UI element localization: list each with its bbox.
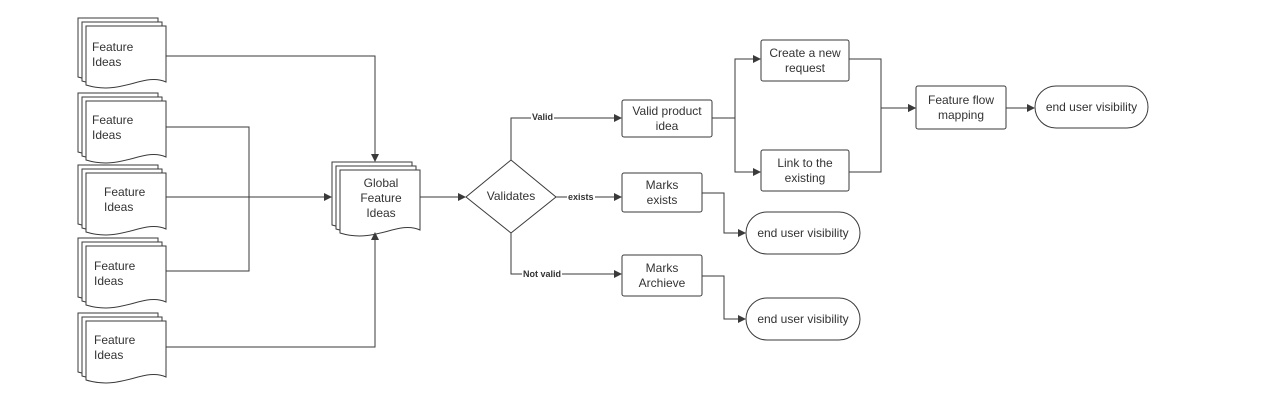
conn-validates-valid [510, 114, 622, 160]
feature-ideas-stack-1-sheet-3 [85, 25, 167, 89]
conn-valid-to-link [712, 117, 761, 176]
conn-feature-5-to-global [166, 232, 379, 348]
conn-valid-to-create [712, 55, 761, 119]
end-user-visibility-bottom-shape [745, 297, 861, 341]
global-feature-ideas-doc: Global Feature Ideas [360, 175, 402, 220]
feature-ideas-doc-5: Feature Ideas [94, 333, 136, 362]
create-new-request-box: Create a new request [769, 45, 841, 75]
feature-flow-mapping-box: Feature flow mapping [927, 92, 995, 122]
feature-ideas-doc-2: Feature Ideas [92, 113, 134, 142]
marks-archieve-box: Marks Archieve [638, 260, 686, 290]
feature-ideas-stack-4 [77, 237, 167, 309]
end-user-visibility-mid: end user visibility [757, 225, 849, 240]
edge-label-valid: Valid [531, 112, 555, 123]
validates-decision: Validates [486, 188, 536, 203]
conn-exists-to-end [702, 192, 746, 237]
feature-ideas-stack-5-sheet-3 [85, 320, 167, 384]
feature-ideas-stack-2-sheet-3 [85, 100, 167, 164]
feature-ideas-stack-3-sheet-3 [85, 172, 167, 236]
end-user-visibility-bottom: end user visibility [757, 311, 849, 326]
feature-ideas-stack-3 [77, 164, 167, 236]
end-user-visibility-top: end user visibility [1045, 99, 1138, 114]
conn-feature-4-to-global [166, 197, 250, 272]
create-new-request-rect [760, 39, 850, 82]
link-to-existing-rect [760, 149, 850, 192]
conn-validates-not-valid [510, 233, 622, 278]
conn-create-to-mapping [849, 58, 916, 112]
feature-ideas-stack-2 [77, 92, 167, 164]
end-user-visibility-top-shape [1034, 85, 1149, 129]
feature-ideas-doc-3: Feature Ideas [104, 185, 146, 214]
edge-label-not-valid: Not valid [522, 269, 563, 280]
conn-feature-1-to-global [166, 55, 379, 162]
feature-ideas-stack-5 [77, 312, 167, 384]
feature-ideas-stack-4-sheet-3 [85, 245, 167, 309]
link-to-existing-box: Link to the existing [777, 155, 833, 185]
valid-product-idea-box: Valid product idea [632, 103, 702, 133]
end-user-visibility-mid-shape [745, 211, 861, 255]
feature-ideas-doc-1: Feature Ideas [92, 40, 134, 69]
conn-archieve-to-end [702, 275, 746, 323]
global-feature-ideas-stack [331, 161, 421, 237]
edge-label-exists: exists [567, 192, 595, 203]
global-feature-ideas-stack-sheet-3 [339, 169, 421, 237]
feature-ideas-doc-4: Feature Ideas [94, 259, 136, 288]
marks-exists-box: Marks exists [645, 177, 679, 207]
conn-feature-2-to-global [166, 126, 250, 197]
feature-ideas-stack-1 [77, 17, 167, 89]
conn-link-to-mapping [849, 104, 916, 173]
